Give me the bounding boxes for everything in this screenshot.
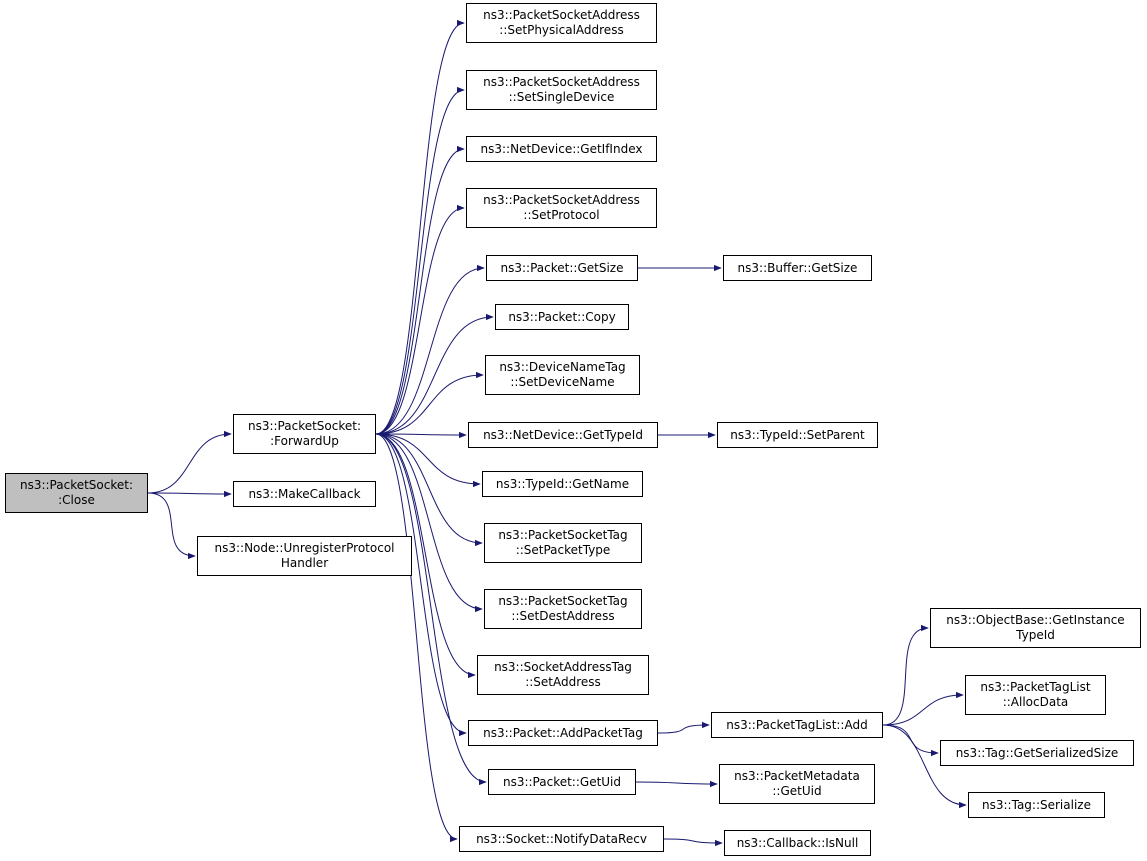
node-label: ns3::Packet::GetSize — [500, 260, 624, 275]
node-label: ns3::PacketMetadata — [734, 769, 860, 783]
node-label: ::SetPacketType — [515, 543, 611, 557]
node-forwardup[interactable]: ns3::PacketSocket::ForwardUp — [233, 414, 376, 454]
node-label: ns3::Packet::GetUid — [502, 774, 622, 789]
node-label: ns3::PacketSocketAddress — [483, 75, 640, 89]
node-label: ns3::PacketTagList::Add — [726, 717, 868, 732]
node-label: ns3::Tag::GetSerializedSize — [955, 745, 1119, 760]
node-label: ns3::ObjectBase::GetInstance — [946, 613, 1125, 627]
edge-forwardup-to-setphysical — [375, 19, 465, 435]
edge-notifydatarecv-to-isnull — [663, 838, 723, 847]
node-packetcopy[interactable]: ns3::Packet::Copy — [495, 304, 629, 330]
node-label: ::SetPhysicalAddress — [499, 23, 624, 37]
edge-forwardup-to-setsingle — [375, 86, 465, 435]
node-label: ns3::MakeCallback — [248, 486, 361, 501]
node-getifindex[interactable]: ns3::NetDevice::GetIfIndex — [466, 136, 657, 162]
edge-forwardup-to-getuid — [375, 433, 487, 786]
edge-getuid-to-metadatagetuid — [635, 780, 718, 788]
edge-forwardup-to-getTypeId — [375, 431, 467, 439]
edge-forwardup-to-setdevicename — [375, 371, 484, 435]
node-label: ::SetAddress — [525, 675, 601, 689]
node-label: ::SetSingleDevice — [508, 90, 615, 104]
node-label: ns3::Callback::IsNull — [736, 835, 859, 850]
node-label: ns3::DeviceNameTag — [499, 360, 626, 374]
node-label: ns3::PacketSocketTag — [498, 528, 628, 542]
node-label: ns3::Buffer::GetSize — [737, 260, 858, 275]
node-label: ns3::PacketSocketAddress — [483, 193, 640, 207]
node-taglistadd[interactable]: ns3::PacketTagList::Add — [711, 712, 883, 738]
node-isnull[interactable]: ns3::Callback::IsNull — [724, 830, 871, 856]
node-label: ns3::Packet::Copy — [508, 309, 616, 324]
node-label: ns3::TypeId::SetParent — [730, 427, 865, 442]
edge-addpackettag-to-taglistadd — [657, 721, 710, 734]
node-label: ns3::Node::UnregisterProtocol — [214, 541, 395, 555]
node-label: ns3::PacketSocket: — [247, 419, 362, 433]
node-label: ::SetProtocol — [523, 208, 600, 222]
node-notifydatarecv[interactable]: ns3::Socket::NotifyDataRecv — [459, 826, 664, 852]
edge-forwardup-to-setdestaddress — [375, 433, 483, 613]
node-label: ns3::PacketSocketTag — [498, 594, 628, 608]
edge-forwardup-to-notifydatarecv — [375, 433, 458, 843]
node-label: :Close — [58, 493, 95, 507]
node-setdestaddress[interactable]: ns3::PacketSocketTag::SetDestAddress — [484, 589, 642, 629]
node-setparent[interactable]: ns3::TypeId::SetParent — [717, 422, 878, 448]
node-packetgetsize[interactable]: ns3::Packet::GetSize — [486, 255, 638, 281]
node-makecallback[interactable]: ns3::MakeCallback — [233, 481, 376, 507]
edge-forwardup-to-setprotocol — [375, 204, 465, 435]
node-serialize[interactable]: ns3::Tag::Serialize — [968, 792, 1105, 818]
node-label: TypeId — [1016, 628, 1055, 642]
edge-taglistadd-to-serialize — [882, 724, 967, 809]
edge-forwardup-to-setaddress — [375, 433, 476, 679]
node-label: ns3::NetDevice::GetTypeId — [483, 427, 643, 442]
node-getTypeId[interactable]: ns3::NetDevice::GetTypeId — [468, 422, 658, 448]
node-buffergetsize[interactable]: ns3::Buffer::GetSize — [723, 255, 872, 281]
node-getname[interactable]: ns3::TypeId::GetName — [482, 471, 643, 497]
node-getserializedsize[interactable]: ns3::Tag::GetSerializedSize — [940, 740, 1134, 766]
edge-forwardup-to-packetgetsize — [375, 264, 485, 435]
node-setsingle[interactable]: ns3::PacketSocketAddress::SetSingleDevic… — [466, 70, 657, 110]
node-label: ns3::Socket::NotifyDataRecv — [476, 831, 647, 846]
node-label: :ForwardUp — [270, 434, 339, 448]
edge-forwardup-to-getifindex — [375, 145, 465, 435]
node-setpackettype[interactable]: ns3::PacketSocketTag::SetPacketType — [484, 523, 642, 563]
edge-close-to-forwardup — [147, 430, 232, 494]
edge-forwardup-to-packetcopy — [375, 313, 494, 435]
node-close: ns3::PacketSocket::Close — [5, 473, 148, 513]
node-label: ::AllocData — [1002, 695, 1069, 709]
node-label: ns3::TypeId::GetName — [495, 476, 630, 491]
node-label: ns3::Packet::AddPacketTag — [483, 725, 643, 740]
node-label: Handler — [280, 556, 329, 570]
edge-forwardup-to-getname — [375, 433, 481, 488]
node-label: ns3::PacketSocket: — [19, 478, 134, 492]
node-setprotocol[interactable]: ns3::PacketSocketAddress::SetProtocol — [466, 188, 657, 228]
edge-taglistadd-to-allocdata — [882, 691, 964, 726]
node-label: ns3::Tag::Serialize — [982, 797, 1091, 812]
node-label: ns3::PacketSocketAddress — [483, 8, 640, 22]
edge-forwardup-to-setpackettype — [375, 433, 483, 547]
node-getuid[interactable]: ns3::Packet::GetUid — [488, 769, 636, 795]
node-label: ::SetDeviceName — [510, 375, 615, 389]
node-setaddress[interactable]: ns3::SocketAddressTag::SetAddress — [477, 655, 649, 695]
node-metadatagetuid[interactable]: ns3::PacketMetadata::GetUid — [719, 764, 875, 804]
node-label: ::GetUid — [772, 784, 822, 798]
node-setdevicename[interactable]: ns3::DeviceNameTag::SetDeviceName — [485, 355, 640, 395]
node-label: ns3::SocketAddressTag — [494, 660, 632, 674]
node-allocdata[interactable]: ns3::PacketTagList::AllocData — [965, 675, 1106, 715]
node-setphysical[interactable]: ns3::PacketSocketAddress::SetPhysicalAdd… — [466, 3, 657, 43]
edge-close-to-makecallback — [147, 490, 232, 498]
edge-taglistadd-to-getinstancetypeid — [882, 624, 929, 726]
edge-close-to-unregister — [147, 492, 196, 560]
node-addpackettag[interactable]: ns3::Packet::AddPacketTag — [468, 720, 658, 746]
node-label: ns3::NetDevice::GetIfIndex — [480, 141, 643, 156]
node-label: ns3::PacketTagList — [980, 680, 1091, 694]
node-label: ::SetDestAddress — [511, 609, 615, 623]
